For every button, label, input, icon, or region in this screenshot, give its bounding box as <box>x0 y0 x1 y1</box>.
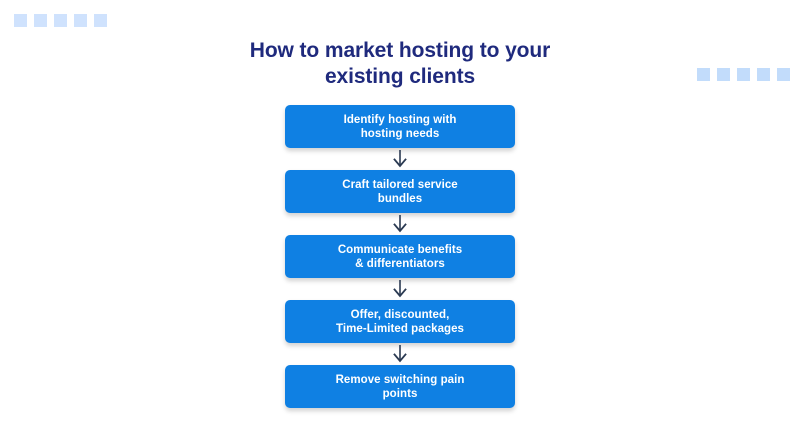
flow-node-2-line-2: bundles <box>377 192 423 205</box>
flow-node-4[interactable]: Offer, discounted, Time-Limited packages <box>285 300 515 343</box>
arrow-down-icon <box>389 148 411 170</box>
flow-node-5[interactable]: Remove switching pain points <box>285 365 515 408</box>
decor-squares-top-right <box>697 68 790 81</box>
flow-node-5-line-1: Remove switching pain <box>335 373 465 386</box>
decor-square <box>74 14 87 27</box>
arrow-down-icon <box>389 213 411 235</box>
flow-node-3-text: Communicate benefits & differentiators <box>330 243 470 271</box>
flow-node-1[interactable]: Identify hosting with hosting needs <box>285 105 515 148</box>
decor-square <box>757 68 770 81</box>
flow-node-1-text: Identify hosting with hosting needs <box>336 113 465 141</box>
decor-square <box>697 68 710 81</box>
decor-square <box>94 14 107 27</box>
page-title: How to market hosting to your existing c… <box>0 38 800 90</box>
page-title-line-1: How to market hosting to your <box>249 39 551 62</box>
flow-node-1-line-1: Identify hosting with <box>343 113 457 126</box>
flow-node-2-line-1: Craft tailored service <box>342 178 458 191</box>
flow-node-4-line-1: Offer, discounted, <box>350 308 450 321</box>
page-title-line-2: existing clients <box>324 65 476 88</box>
flow-node-2-text: Craft tailored service bundles <box>334 178 466 206</box>
flow-node-5-line-2: points <box>382 387 418 400</box>
decor-square <box>34 14 47 27</box>
decor-squares-top-left <box>14 14 107 27</box>
decor-square <box>54 14 67 27</box>
decor-square <box>777 68 790 81</box>
flow-node-3-line-1: Communicate benefits <box>337 243 463 256</box>
decor-square <box>14 14 27 27</box>
flow-node-3-line-2: & differentiators <box>355 257 445 270</box>
flow-node-1-line-2: hosting needs <box>360 127 440 140</box>
flow-node-2[interactable]: Craft tailored service bundles <box>285 170 515 213</box>
arrow-down-icon <box>389 278 411 300</box>
flow-node-5-text: Remove switching pain points <box>328 373 473 401</box>
arrow-down-icon <box>389 343 411 365</box>
flow-node-4-line-2: Time-Limited packages <box>335 322 465 335</box>
decor-square <box>737 68 750 81</box>
decor-square <box>717 68 730 81</box>
flowchart: Identify hosting with hosting needs Craf… <box>285 105 515 408</box>
flow-node-4-text: Offer, discounted, Time-Limited packages <box>328 308 472 336</box>
flow-node-3[interactable]: Communicate benefits & differentiators <box>285 235 515 278</box>
